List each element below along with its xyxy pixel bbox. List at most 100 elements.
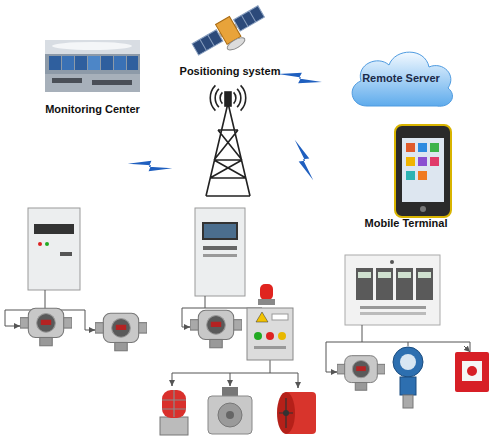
exhaust-fan-part [277,392,295,434]
controller-cabinet-part [45,242,49,246]
controller-cabinet-part [396,268,413,300]
cloud-outline-path [352,52,452,106]
controller-cabinet-part [202,222,238,240]
alarm-beacon-part [162,390,186,417]
monitoring-center-node: Monitoring Center [40,36,145,118]
pressure-transmitter-part [403,395,413,408]
controller-cabinet-part [358,272,371,278]
wiring-arrowhead-part [230,380,231,386]
wiring-arrowhead-part [89,330,95,331]
controller-cabinet-part [360,306,426,309]
controller-cabinet-part [204,224,236,238]
exhaust-fan-part [283,410,289,416]
wiring-arrowhead-part [172,380,173,386]
satellite-icon-part [241,15,248,26]
monitoring-center-photo-part [45,40,140,54]
radio-tower-part [206,103,250,196]
controller-cabinet-part [28,208,80,290]
controller-cabinet-part [38,242,42,246]
mobile-terminal-device-part [418,143,427,152]
control-box-part [254,332,262,340]
mobile-terminal-device-part [418,171,427,180]
control-box-part [278,332,286,340]
pressure-transmitter-part [400,354,416,370]
manual-call-point-part [462,361,482,381]
satellite-icon-part [225,35,246,52]
pressure-transmitter-part [400,377,416,395]
monitoring-center-photo-part [52,78,82,83]
exhaust-fan [277,392,316,434]
pressure-transmitter [393,347,423,408]
node-label: Remote Server [362,72,440,85]
remote-server-cloud: Remote Server [345,44,457,112]
wiring-tree [5,290,470,388]
control-box-part [266,332,274,340]
controller-cabinet-part [360,312,426,315]
gas-detector-part [337,356,385,391]
mobile-terminal-device-part [406,143,415,152]
positioning-system-node: Positioning system [178,4,282,80]
monitoring-center-photo-part [45,74,140,92]
control-box-part [256,312,268,322]
monitoring-center-photo [45,40,140,92]
radio-tower-part [234,85,246,110]
shutoff-valve-part [218,403,242,427]
controller-cabinet-part [203,246,237,250]
shutoff-valve [208,387,252,434]
mobile-terminal-device-part [406,171,415,180]
wireless-bolt [128,59,327,187]
monitoring-center-photo-part [45,40,140,92]
gas-detector [20,308,385,390]
monitoring-center-photo-part [127,56,138,70]
alarm-beacon-part [160,417,188,435]
controller-cabinet-part [345,255,440,325]
monitoring-center-photo-part [62,56,74,70]
monitoring-center-photo-part [101,56,113,70]
controller-cabinet-part [60,252,72,256]
alarm-strobe [258,284,275,305]
controller-cabinet-part [398,272,411,278]
mobile-terminal-node: Mobile Terminal [360,120,452,232]
satellite-icon-part [192,30,223,55]
wiring-arrowhead-part [184,327,190,328]
alarm-beacon-part [162,390,186,418]
gas-detector-part [95,313,147,350]
wiring-arrowhead-part [298,382,299,388]
alarm-strobe-part [258,299,275,305]
mobile-terminal-device-part [395,125,451,217]
wiring-arrowhead-part [464,346,470,352]
control-box-part [247,308,293,360]
mobile-terminal-device-part [430,157,439,166]
controller-cabinet-part [34,224,74,234]
wiring-arrowhead-part [331,372,337,373]
control-box [247,308,293,360]
monitoring-center-photo-part [114,56,126,70]
radio-tower-part [210,85,222,110]
node-label: Positioning system [180,65,281,78]
shutoff-valve-part [208,396,252,434]
pressure-transmitter-part [393,347,423,377]
mobile-terminal-device-part [406,157,415,166]
controller-cabinet-part [195,208,245,296]
satellite-icon-part [249,11,256,22]
monitoring-center-photo-part [92,80,132,85]
monitoring-center-photo-part [88,56,100,70]
wiring-tree-part [85,310,95,330]
controller-cabinet-part [416,268,433,300]
monitoring-center-photo-part [49,56,61,70]
wiring-tree-part [172,360,298,388]
mobile-terminal-device [395,125,451,217]
monitoring-center-photo-part [52,42,132,50]
mobile-terminal-device-part [418,157,427,166]
control-box-part [272,314,288,320]
alarm-beacon [160,390,188,435]
exhaust-fan-part [279,398,293,428]
shutoff-valve-part [226,411,234,419]
radio-tower-part [225,92,231,106]
manual-call-point-part [467,366,477,376]
wireless-bolt-part [128,146,173,187]
gas-detector-part [190,310,242,347]
node-label: Mobile Terminal [365,217,448,230]
